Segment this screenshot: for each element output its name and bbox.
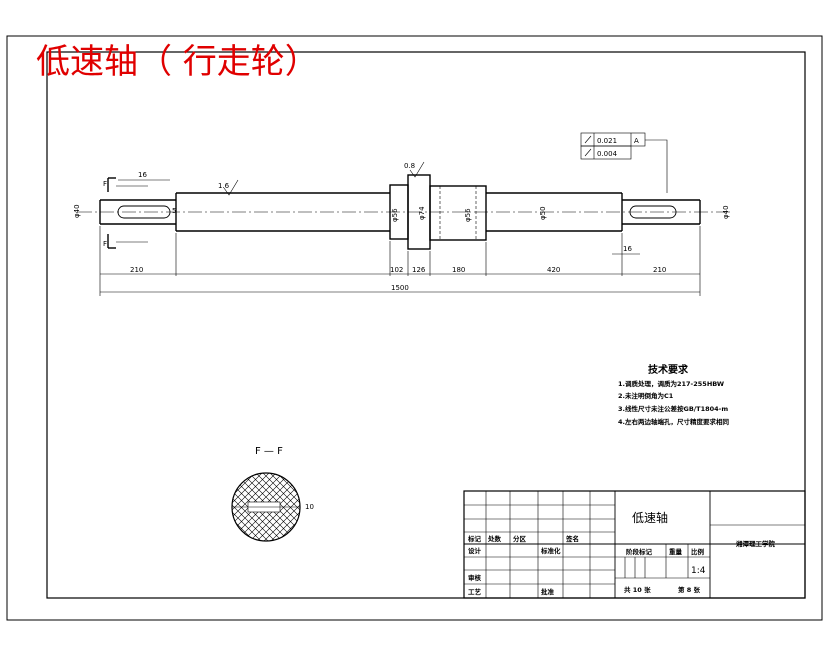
svg-text:比例: 比例 bbox=[691, 547, 705, 556]
roughness-symbol-2: 0.8 bbox=[404, 161, 425, 178]
school-name: 湘潭理工学院 bbox=[736, 539, 776, 548]
svg-text:签名: 签名 bbox=[565, 534, 579, 543]
tech-req-heading: 技术要求 bbox=[648, 363, 689, 376]
svg-text:设计: 设计 bbox=[468, 546, 482, 555]
dim-dia-shaft: φ50 bbox=[539, 206, 547, 220]
keyway-right bbox=[629, 205, 677, 219]
svg-text:0.004: 0.004 bbox=[597, 150, 618, 158]
dim-dia-hub: φ56 bbox=[464, 208, 472, 222]
dim-key-width-left: 16 bbox=[138, 171, 147, 179]
roughness-symbol-1: 1.6 bbox=[218, 179, 239, 196]
svg-text:共 10 张: 共 10 张 bbox=[624, 585, 651, 594]
svg-text:审核: 审核 bbox=[468, 573, 482, 582]
keyway-left bbox=[117, 205, 171, 219]
svg-text:工艺: 工艺 bbox=[468, 587, 482, 596]
scale-value: 1:4 bbox=[691, 566, 706, 576]
svg-text:标准化: 标准化 bbox=[540, 546, 561, 555]
inner-frame bbox=[46, 51, 806, 599]
svg-text:第 8 张: 第 8 张 bbox=[678, 585, 701, 594]
drawing-title: 低速轴（ 行走轮） bbox=[36, 42, 319, 82]
outer-frame bbox=[6, 35, 823, 621]
dim-len-210-right: 210 bbox=[653, 266, 666, 274]
dim-len-180: 180 bbox=[452, 266, 465, 274]
svg-text:0.8: 0.8 bbox=[404, 162, 415, 170]
dim-len-102: 102 bbox=[390, 266, 403, 274]
shaft-drawing bbox=[78, 174, 730, 250]
section-markers: F F bbox=[103, 177, 148, 249]
svg-text:阶段标记: 阶段标记 bbox=[626, 547, 653, 556]
tech-req-item: 3.线性尺寸未注公差按GB/T1804-m bbox=[618, 404, 728, 413]
svg-text:重量: 重量 bbox=[669, 547, 683, 556]
svg-text:标记: 标记 bbox=[467, 534, 482, 543]
dim-len-210-left: 210 bbox=[130, 266, 143, 274]
section-view-label: F — F bbox=[255, 446, 283, 457]
svg-text:F: F bbox=[103, 240, 107, 248]
svg-text:1.6: 1.6 bbox=[218, 182, 230, 190]
tech-req-item: 2.未注明倒角为C1 bbox=[618, 391, 674, 400]
dim-len-total: 1500 bbox=[391, 284, 409, 292]
dim-dia-shoulder: φ74 bbox=[418, 206, 426, 220]
dim-key-width-right: 16 bbox=[623, 245, 632, 253]
dim-dia-right-end: φ40 bbox=[722, 205, 730, 219]
svg-text:分区: 分区 bbox=[513, 534, 527, 543]
dim-len-420: 420 bbox=[547, 266, 560, 274]
svg-text:A: A bbox=[634, 137, 639, 145]
technical-requirements: 技术要求 1.调质处理，调质为217-255HBW 2.未注明倒角为C1 3.线… bbox=[618, 363, 729, 426]
dim-len-126: 126 bbox=[412, 266, 426, 274]
shaft-hub bbox=[429, 185, 487, 241]
section-view-dim: 10 bbox=[305, 503, 314, 511]
svg-text:F: F bbox=[103, 180, 107, 188]
tech-req-item: 1.调质处理，调质为217-255HBW bbox=[618, 379, 724, 388]
tech-req-item: 4.左右两边轴端孔，尺寸精度要求相同 bbox=[618, 417, 729, 426]
dim-dia-bearing: φ56 bbox=[391, 208, 399, 222]
dimension-chain: 210 102 126 180 420 210 1500 bbox=[99, 226, 701, 296]
svg-text:批准: 批准 bbox=[541, 587, 555, 596]
section-view: F — F 10 bbox=[231, 446, 314, 542]
tolerance-frame: 0.021 A 0.004 bbox=[580, 132, 668, 193]
svg-text:0.021: 0.021 bbox=[597, 137, 617, 145]
dim-dia-left-end: φ40 bbox=[73, 204, 81, 218]
dim-key-depth: 5 bbox=[172, 207, 176, 215]
title-block: 标记 处数 分区 签名 设计 标准化 审核 工艺 批准 低速轴 湘潭理工学院 阶… bbox=[463, 490, 806, 599]
part-name: 低速轴 bbox=[632, 510, 668, 525]
svg-text:处数: 处数 bbox=[487, 534, 502, 543]
